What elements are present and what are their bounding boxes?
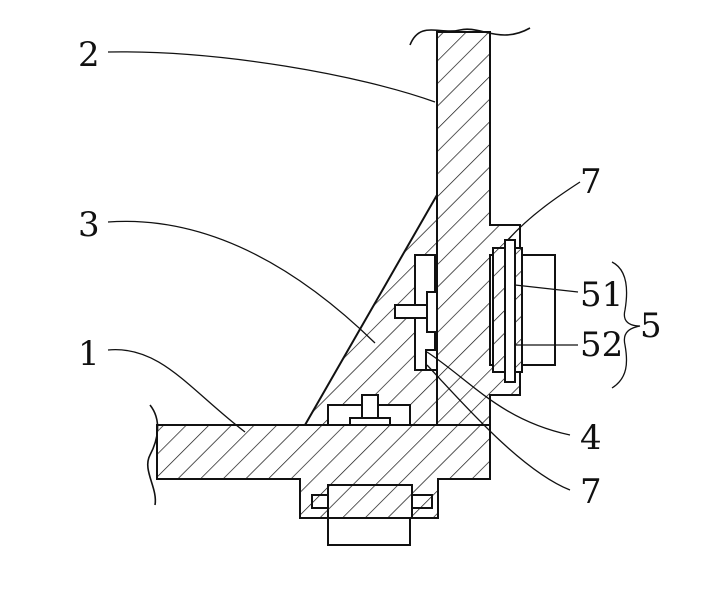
label-7-top: 7	[580, 162, 602, 202]
label-52: 52	[580, 325, 623, 365]
leader-lines	[107, 51, 581, 491]
label-3: 3	[78, 205, 100, 245]
gusset-bottom-connector	[327, 394, 411, 426]
label-5: 5	[640, 306, 662, 346]
base-bottom-connector	[311, 484, 433, 519]
part-5-fastener	[489, 239, 556, 383]
brace-5	[611, 261, 641, 389]
label-4: 4	[580, 418, 602, 458]
label-51: 51	[580, 275, 623, 315]
label-2: 2	[78, 35, 100, 75]
label-7-bottom: 7	[580, 472, 602, 512]
part-4-connector	[394, 254, 438, 371]
label-1: 1	[78, 334, 100, 374]
